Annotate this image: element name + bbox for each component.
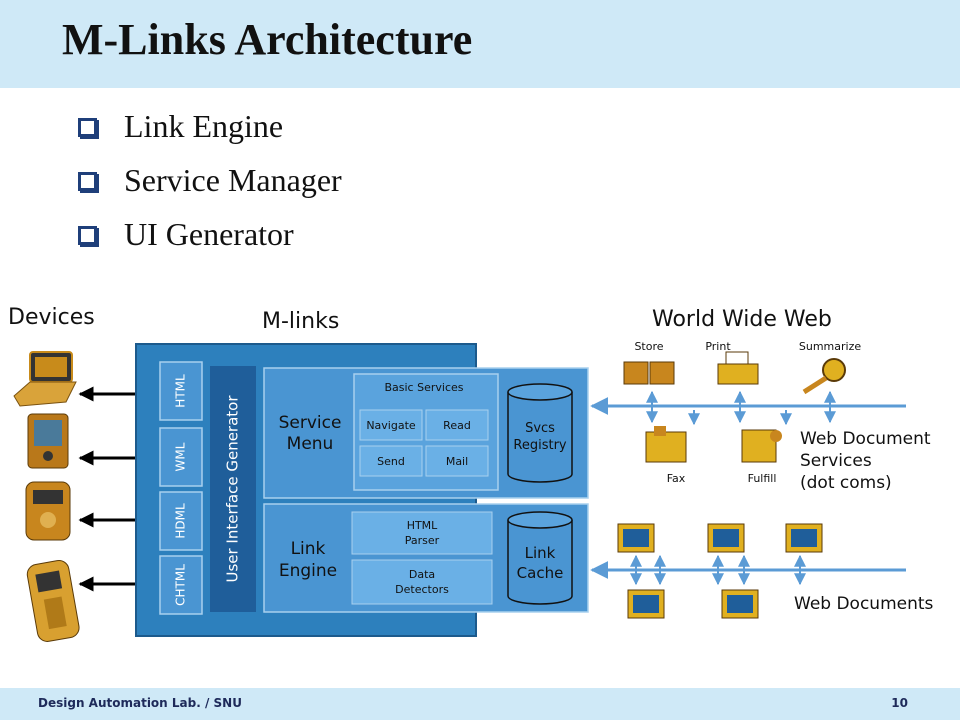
web-documents-label: Web Documents xyxy=(794,594,934,614)
ui-generator-bar: User Interface Generator xyxy=(210,366,256,612)
document-connectors xyxy=(630,554,806,586)
checkbox-bullet-icon xyxy=(78,172,97,191)
data-detectors-box: Data Detectors xyxy=(351,559,493,605)
checkbox-bullet-icon xyxy=(78,226,97,245)
fax-icon xyxy=(645,426,687,463)
summarize-icon xyxy=(802,358,846,395)
svg-text:HDML: HDML xyxy=(174,503,188,539)
footer-lab-name: Design Automation Lab. / SNU xyxy=(38,696,242,710)
pda-device-icon xyxy=(27,413,69,469)
print-icon xyxy=(717,351,759,385)
store-label: Store xyxy=(634,340,663,353)
service-connectors xyxy=(646,390,836,426)
summarize-label: Summarize xyxy=(799,340,861,353)
svg-text:Menu: Menu xyxy=(287,434,334,454)
svg-text:Engine: Engine xyxy=(279,561,337,581)
devices-label: Devices xyxy=(8,305,95,330)
fulfill-label: Fulfill xyxy=(748,472,777,485)
svg-text:Parser: Parser xyxy=(405,534,440,547)
navigate-service-box: Navigate xyxy=(359,409,423,441)
html-parser-box: HTML Parser xyxy=(351,511,493,555)
svg-text:HTML: HTML xyxy=(407,519,438,532)
checkbox-bullet-icon xyxy=(78,118,97,137)
page-number: 10 xyxy=(891,696,908,710)
footer-bar: Design Automation Lab. / SNU 10 xyxy=(0,688,960,720)
mlinks-label: M-links xyxy=(262,309,339,334)
protocol-hdml-box: HDML xyxy=(159,491,203,551)
svg-text:Registry: Registry xyxy=(513,438,567,453)
send-service-box: Send xyxy=(359,445,423,477)
svg-text:Send: Send xyxy=(377,455,405,468)
link-cache-cylinder: Link Cache xyxy=(507,511,573,605)
print-label: Print xyxy=(705,340,731,353)
svg-text:Service: Service xyxy=(279,413,342,433)
svg-text:Navigate: Navigate xyxy=(366,419,416,432)
svg-text:Svcs: Svcs xyxy=(525,421,555,436)
computer-icon xyxy=(707,523,745,553)
laptop-device-icon xyxy=(13,351,77,407)
fulfill-icon xyxy=(741,429,782,463)
svg-text:Cache: Cache xyxy=(517,564,564,582)
svg-text:Read: Read xyxy=(443,419,471,432)
svg-text:Link: Link xyxy=(291,539,326,559)
computer-icon xyxy=(627,589,665,619)
protocol-html-box: HTML xyxy=(159,361,203,421)
computer-icon xyxy=(617,523,655,553)
svg-text:HTML: HTML xyxy=(174,374,188,408)
mail-service-box: Mail xyxy=(425,445,489,477)
computer-icon xyxy=(721,589,759,619)
svcs-registry-cylinder: Svcs Registry xyxy=(507,383,573,483)
svg-text:Detectors: Detectors xyxy=(395,583,449,596)
web-document-services-label: Web Document Services (dot coms) xyxy=(800,429,936,493)
svg-text:CHTML: CHTML xyxy=(174,564,188,606)
protocol-chtml-box: CHTML xyxy=(159,555,203,615)
svg-text:Link: Link xyxy=(525,544,556,562)
svg-text:Mail: Mail xyxy=(446,455,468,468)
pager-device-icon xyxy=(25,481,71,541)
svg-text:User Interface Generator: User Interface Generator xyxy=(224,395,242,583)
svg-text:Basic Services: Basic Services xyxy=(384,381,463,394)
fax-label: Fax xyxy=(667,472,686,485)
title-bar xyxy=(0,0,960,88)
svg-text:Data: Data xyxy=(409,568,435,581)
protocol-wml-box: WML xyxy=(159,427,203,487)
computer-icon xyxy=(785,523,823,553)
store-icon xyxy=(623,361,675,385)
www-label: World Wide Web xyxy=(652,307,832,332)
slide-title: M-Links Architecture xyxy=(62,15,473,64)
phone-device-icon xyxy=(26,560,80,642)
read-service-box: Read xyxy=(425,409,489,441)
svg-text:WML: WML xyxy=(174,442,188,471)
